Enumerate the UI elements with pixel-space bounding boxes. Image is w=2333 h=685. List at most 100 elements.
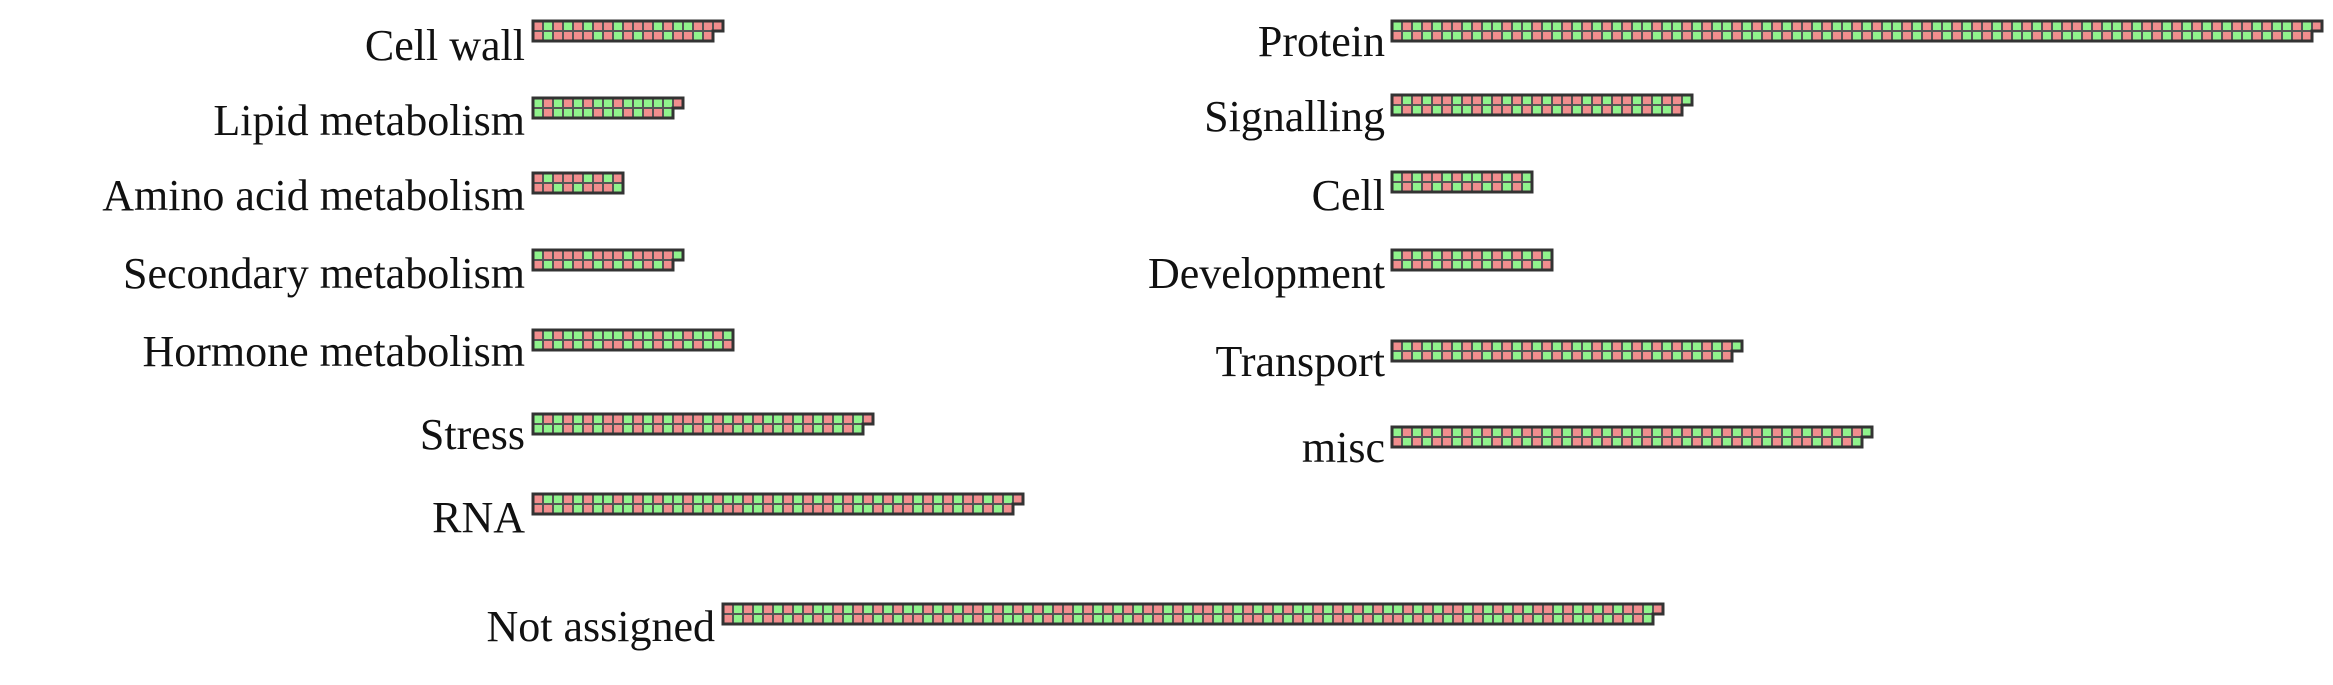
- cell-gene: [2022, 21, 2032, 31]
- cell-gene: [1383, 614, 1393, 624]
- cell-gene: [1393, 614, 1403, 624]
- cell-gene: [593, 414, 603, 424]
- cell-gene: [1543, 604, 1553, 614]
- cell-gene: [733, 604, 743, 614]
- cell-gene: [1732, 31, 1742, 41]
- cell-gene: [1482, 341, 1492, 351]
- cell-gene: [1522, 105, 1532, 115]
- cell-gene: [1123, 614, 1133, 624]
- cell-gene: [1992, 21, 2002, 31]
- cell-gene: [583, 414, 593, 424]
- cell-gene: [1432, 182, 1442, 192]
- cell-gene: [533, 108, 543, 118]
- cell-gene: [2232, 31, 2242, 41]
- cell-gene: [1402, 105, 1412, 115]
- cell-gene: [703, 414, 713, 424]
- cell-gene: [673, 31, 683, 41]
- cell-gene: [1612, 105, 1622, 115]
- cell-gene: [593, 173, 603, 183]
- cell-gene: [1522, 31, 1532, 41]
- cell-gene: [623, 494, 633, 504]
- cell-gene: [1422, 351, 1432, 361]
- cell-gene: [1223, 614, 1233, 624]
- cell-gene: [1623, 614, 1633, 624]
- cell-gene: [833, 414, 843, 424]
- cell-gene: [1303, 604, 1313, 614]
- cell-gene: [733, 614, 743, 624]
- cell-gene: [1492, 250, 1502, 260]
- cell-gene: [1033, 604, 1043, 614]
- cell-gene: [903, 494, 913, 504]
- cell-gene: [1532, 427, 1542, 437]
- cell-gene: [883, 494, 893, 504]
- cell-gene: [1642, 95, 1652, 105]
- cell-gene: [583, 250, 593, 260]
- cell-gene: [583, 173, 593, 183]
- cell-gene: [763, 604, 773, 614]
- cell-gene: [1343, 614, 1353, 624]
- cell-gene: [563, 173, 573, 183]
- cell-gene: [573, 183, 583, 193]
- cell-gene: [703, 504, 713, 514]
- cell-gene: [563, 424, 573, 434]
- cell-gene: [933, 614, 943, 624]
- cell-gene: [553, 183, 563, 193]
- cell-gene: [1502, 437, 1512, 447]
- cell-gene: [1392, 21, 1402, 31]
- cell-gene: [623, 108, 633, 118]
- cell-gene: [793, 424, 803, 434]
- cell-gene: [823, 494, 833, 504]
- cell-gene: [1203, 604, 1213, 614]
- cell-gene: [1542, 105, 1552, 115]
- cell-gene: [843, 604, 853, 614]
- cell-gene: [2282, 31, 2292, 41]
- cell-gene: [1492, 172, 1502, 182]
- cell-gene: [1852, 437, 1862, 447]
- cell-gene: [1523, 614, 1533, 624]
- cell-gene: [593, 98, 603, 108]
- cell-gene: [1642, 351, 1652, 361]
- cell-gene: [973, 614, 983, 624]
- cell-gene: [703, 31, 713, 41]
- cell-gene: [1073, 614, 1083, 624]
- cell-gene: [783, 424, 793, 434]
- cell-gene: [823, 614, 833, 624]
- cell-gene: [2082, 31, 2092, 41]
- cell-gene: [593, 330, 603, 340]
- cell-gene: [1432, 341, 1442, 351]
- cell-gene: [693, 340, 703, 350]
- cell-gene: [1522, 260, 1532, 270]
- cell-gene: [1442, 437, 1452, 447]
- cell-gene: [633, 504, 643, 514]
- cell-gene: [2212, 21, 2222, 31]
- cell-gene: [1572, 31, 1582, 41]
- grid-secondary-metabolism: [531, 248, 685, 272]
- cell-gene: [683, 31, 693, 41]
- cell-gene: [1612, 437, 1622, 447]
- cell-gene: [1392, 172, 1402, 182]
- cell-gene: [1782, 427, 1792, 437]
- cell-gene: [1442, 351, 1452, 361]
- cell-gene: [1063, 614, 1073, 624]
- cell-gene: [1273, 604, 1283, 614]
- cell-gene: [1662, 31, 1672, 41]
- cell-gene: [1572, 427, 1582, 437]
- cell-gene: [1582, 351, 1592, 361]
- cell-gene: [913, 614, 923, 624]
- cell-gene: [1662, 351, 1672, 361]
- cell-gene: [553, 21, 563, 31]
- cell-gene: [1392, 437, 1402, 447]
- cell-gene: [1742, 427, 1752, 437]
- cell-gene: [1502, 31, 1512, 41]
- cell-gene: [1633, 604, 1643, 614]
- cell-gene: [683, 330, 693, 340]
- cell-gene: [623, 424, 633, 434]
- cell-gene: [773, 494, 783, 504]
- cell-gene: [2142, 21, 2152, 31]
- cell-gene: [1463, 614, 1473, 624]
- cell-gene: [2172, 21, 2182, 31]
- cell-gene: [723, 414, 733, 424]
- cell-gene: [1363, 614, 1373, 624]
- cell-gene: [1563, 614, 1573, 624]
- cell-gene: [763, 414, 773, 424]
